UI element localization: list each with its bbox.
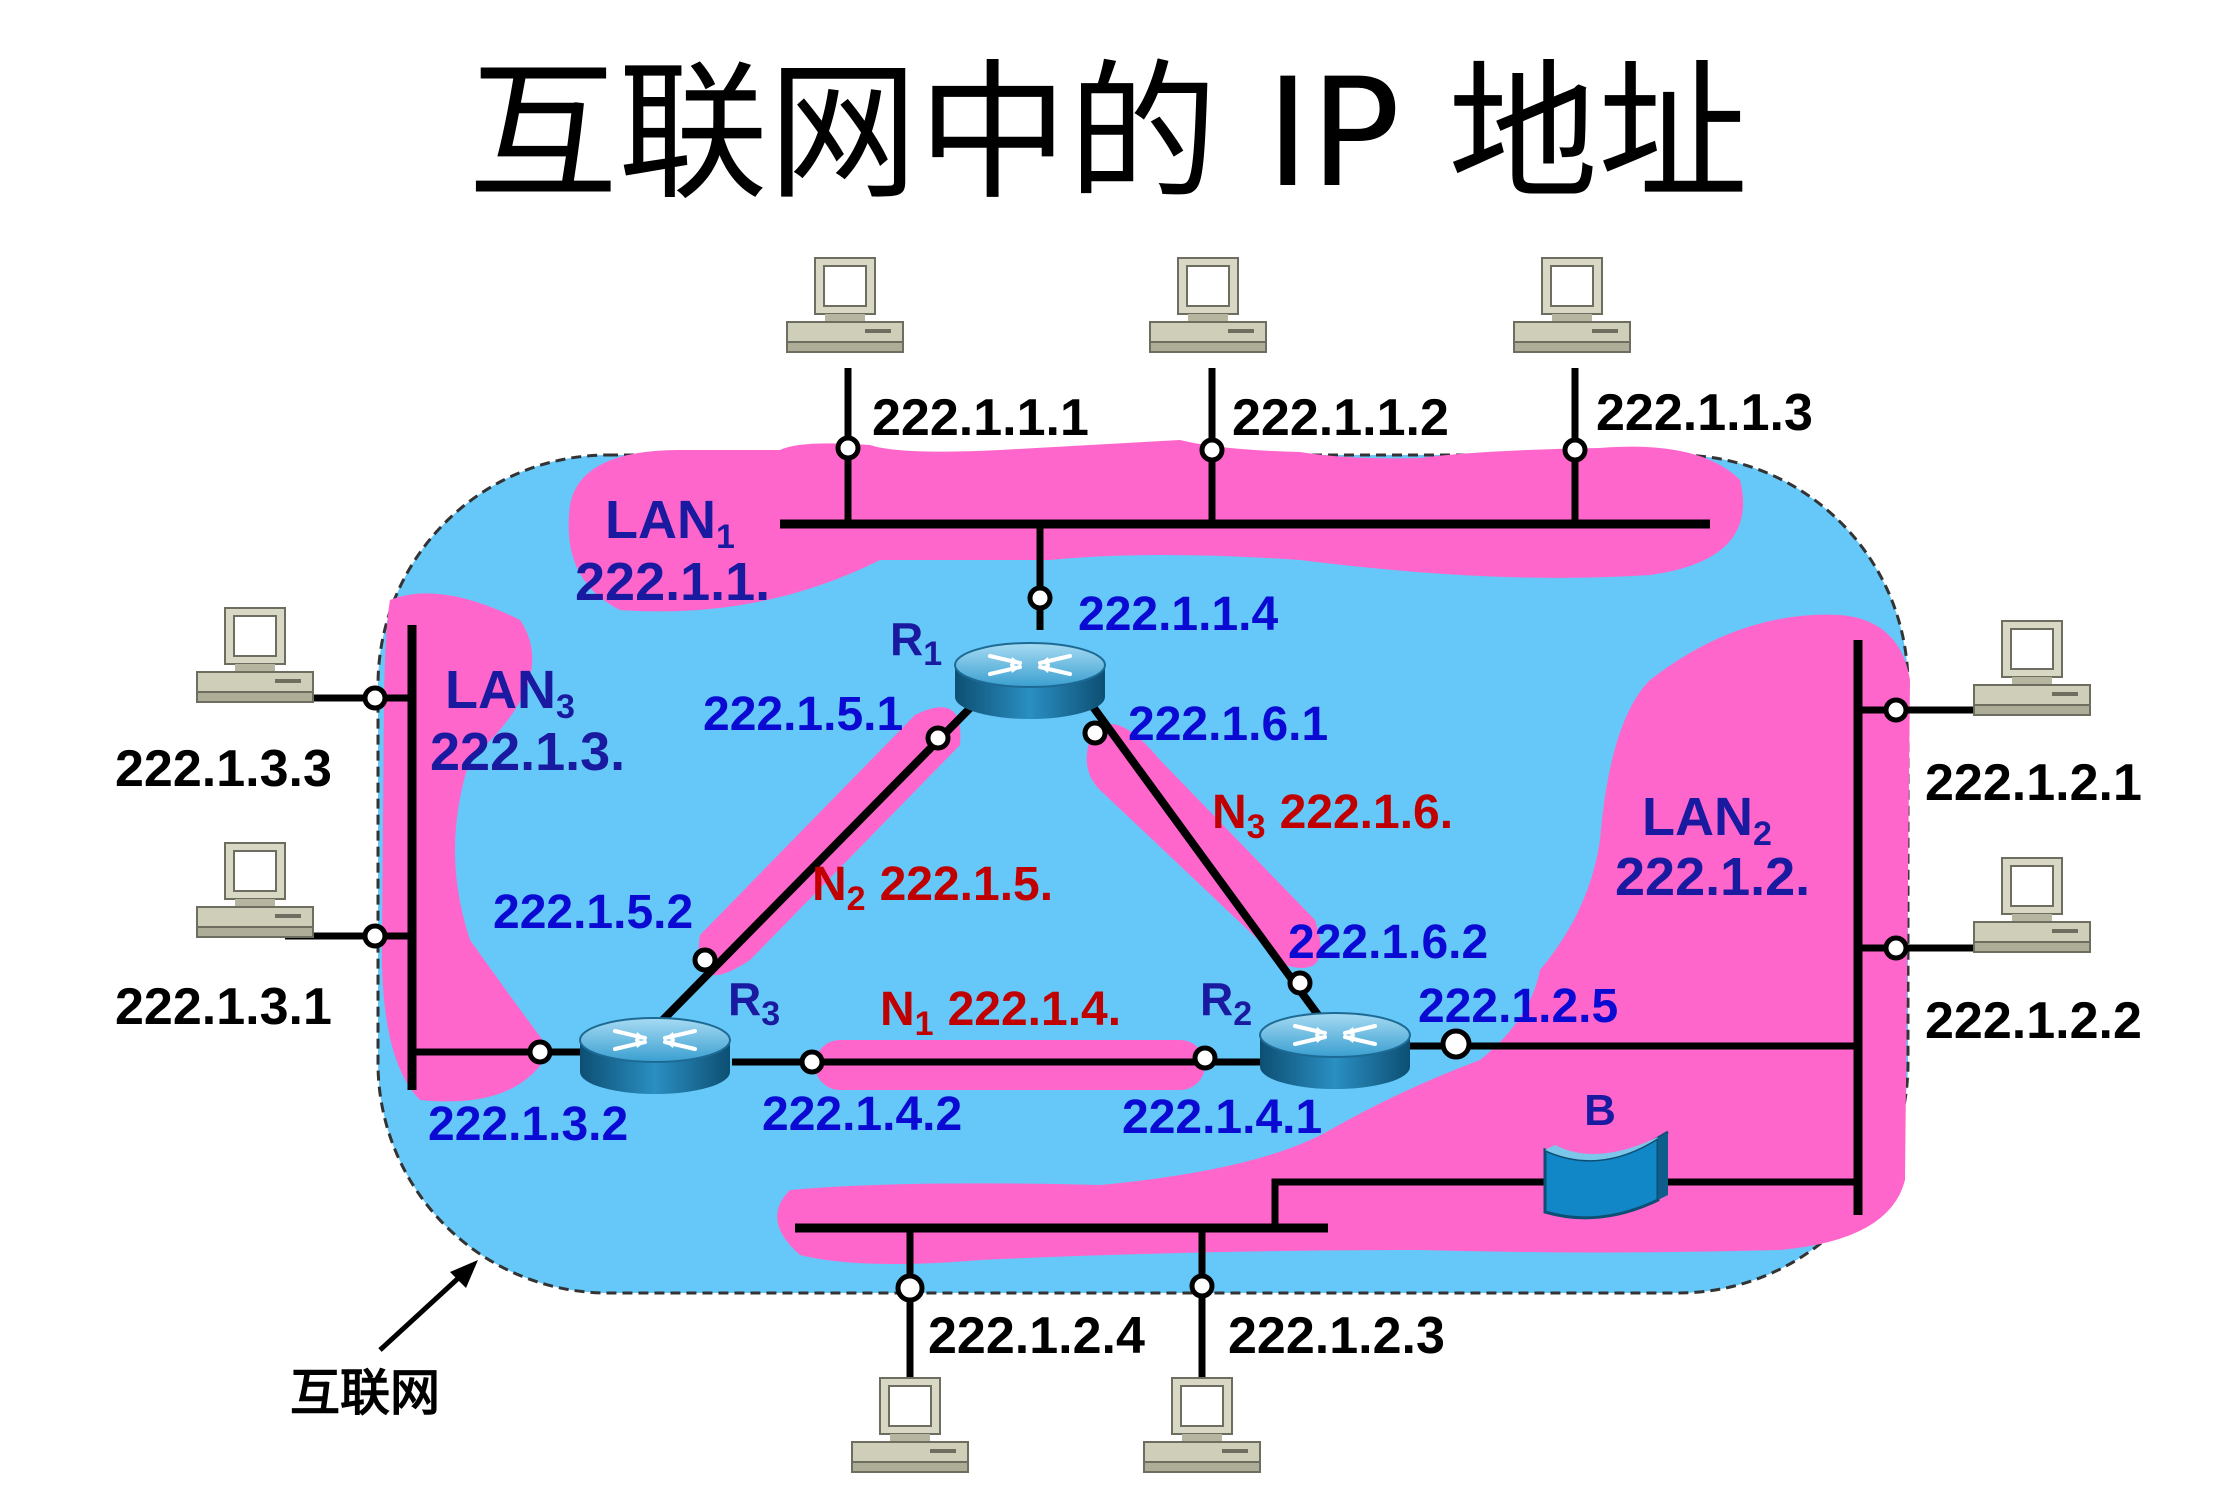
host-ip-label: 222.1.2.3 bbox=[1228, 1307, 1445, 1365]
router-r3-label: R3 bbox=[728, 973, 780, 1033]
host-ip-label: 222.1.1.3 bbox=[1596, 384, 1813, 442]
svg-text:LAN3: LAN3 bbox=[445, 660, 575, 726]
internet-pointer-arrow bbox=[378, 1260, 478, 1352]
host-ip-label: 222.1.2.2 bbox=[1925, 992, 2142, 1050]
host-ip-label: 222.1.3.1 bbox=[115, 978, 332, 1036]
host-ip-label: 222.1.1.2 bbox=[1232, 389, 1449, 447]
host-222-1-3-3-icon bbox=[196, 607, 314, 703]
host-labels: 222.1.1.1 222.1.1.2 222.1.1.3 222.1.3.3 … bbox=[115, 384, 2142, 1365]
interface-labels: 222.1.1.4 222.1.5.1 222.1.6.1 222.1.6.2 … bbox=[428, 588, 1618, 1151]
interface-ip-label: 222.1.4.2 bbox=[762, 1088, 962, 1141]
host-ip-label: 222.1.2.1 bbox=[1925, 754, 2142, 812]
svg-text:LAN2: LAN2 bbox=[1642, 787, 1772, 853]
interface-ip-label: 222.1.4.1 bbox=[1122, 1091, 1322, 1144]
lan1-label: LAN1 222.1.1. bbox=[575, 490, 770, 612]
interface-ip-label: 222.1.3.2 bbox=[428, 1098, 628, 1151]
host-222-1-2-4-icon bbox=[851, 1377, 969, 1473]
router-r1-icon bbox=[953, 641, 1107, 721]
host-222-1-2-1-icon bbox=[1973, 620, 2091, 716]
svg-text:LAN1: LAN1 bbox=[605, 490, 735, 556]
interface-ip-label: 222.1.6.2 bbox=[1288, 916, 1488, 969]
interface-ip-label: 222.1.5.1 bbox=[703, 688, 903, 741]
n2-link bbox=[645, 697, 981, 1038]
router-r2-label: R2 bbox=[1200, 973, 1252, 1033]
svg-text:222.1.1.: 222.1.1. bbox=[575, 552, 770, 612]
interface-ip-label: 222.1.2.5 bbox=[1418, 980, 1618, 1033]
n3-link bbox=[1084, 697, 1322, 1018]
interface-ip-label: 222.1.6.1 bbox=[1128, 698, 1328, 751]
router-r2-icon bbox=[1258, 1011, 1412, 1091]
host-ip-label: 222.1.2.4 bbox=[928, 1307, 1145, 1365]
interface-ip-label: 222.1.5.2 bbox=[493, 886, 693, 939]
host-222-1-1-1-icon bbox=[786, 257, 904, 353]
host-222-1-1-3-icon bbox=[1513, 257, 1631, 353]
router-r3-icon bbox=[578, 1016, 732, 1096]
n2-area bbox=[698, 707, 961, 976]
host-222-1-2-3-icon bbox=[1143, 1377, 1261, 1473]
buses bbox=[407, 519, 1863, 1233]
lan3-area bbox=[381, 593, 550, 1102]
lan2-label: LAN2 222.1.2. bbox=[1615, 787, 1810, 907]
bridge-label: B bbox=[1584, 1086, 1616, 1135]
network-areas bbox=[381, 440, 1911, 1264]
host-ip-label: 222.1.1.1 bbox=[872, 389, 1089, 447]
bridge-icon bbox=[1543, 1130, 1669, 1220]
lan3-label: LAN3 222.1.3. bbox=[430, 660, 625, 782]
router-r1-label: R1 bbox=[890, 613, 942, 673]
host-ip-label: 222.1.3.3 bbox=[115, 740, 332, 798]
lan2-area bbox=[777, 614, 1911, 1264]
svg-text:222.1.3.: 222.1.3. bbox=[430, 722, 625, 782]
internet-label: 互联网 bbox=[290, 1364, 440, 1422]
host-222-1-2-2-icon bbox=[1973, 857, 2091, 953]
page-title: 互联网中的 IP 地址 bbox=[468, 47, 1748, 221]
interface-ip-label: 222.1.1.4 bbox=[1078, 588, 1278, 641]
ports bbox=[362, 435, 1909, 1303]
svg-text:222.1.2.: 222.1.2. bbox=[1615, 847, 1810, 907]
host-222-1-1-2-icon bbox=[1149, 257, 1267, 353]
host-222-1-3-1-icon bbox=[196, 842, 314, 938]
